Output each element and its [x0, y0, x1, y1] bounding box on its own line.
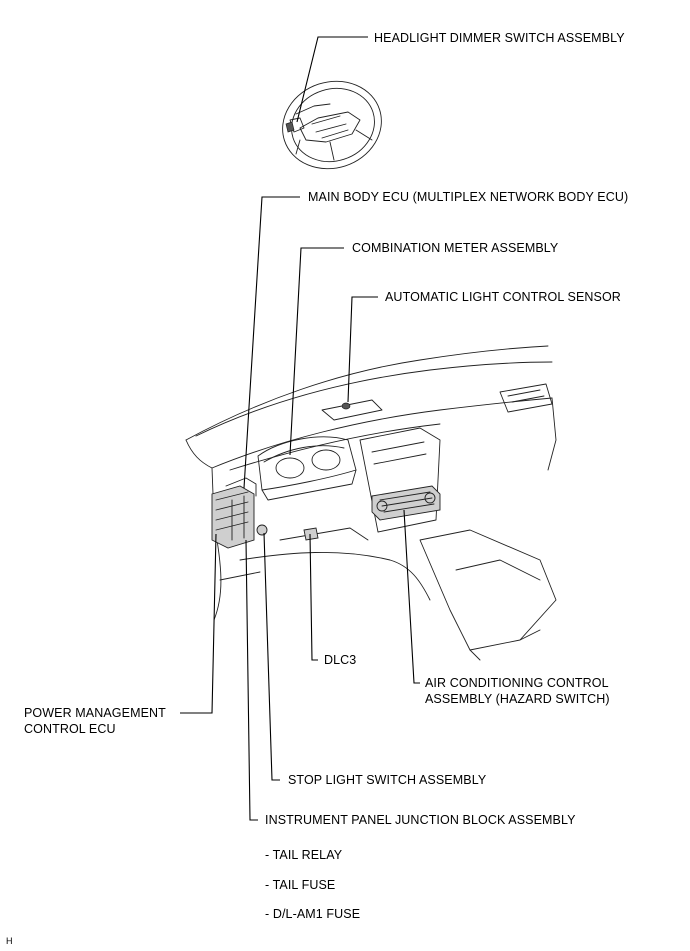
- leader-ac-control: [403, 509, 420, 684]
- leader-lines: [180, 36, 420, 821]
- leader-main-body-ecu: [243, 196, 300, 489]
- instrument-panel-illustration: [185, 345, 557, 661]
- junction-item-tail-relay: - TAIL RELAY: [265, 848, 343, 862]
- label-combination-meter: COMBINATION METER ASSEMBLY: [352, 241, 559, 255]
- steering-wheel-illustration: [282, 80, 382, 170]
- leader-auto-light-sensor: [347, 296, 378, 403]
- label-junction-block: INSTRUMENT PANEL JUNCTION BLOCK ASSEMBLY: [265, 813, 576, 827]
- leader-power-management: [180, 533, 217, 714]
- leader-stop-light: [263, 532, 280, 781]
- leader-dlc3: [309, 533, 318, 661]
- label-main-body-ecu: MAIN BODY ECU (MULTIPLEX NETWORK BODY EC…: [308, 190, 629, 204]
- corner-mark: H: [6, 936, 13, 946]
- label-auto-light-sensor: AUTOMATIC LIGHT CONTROL SENSOR: [385, 290, 621, 304]
- leader-junction-block: [245, 539, 258, 821]
- label-dlc3: DLC3: [324, 653, 357, 667]
- label-stop-light-switch: STOP LIGHT SWITCH ASSEMBLY: [288, 773, 487, 787]
- leader-headlight-dimmer: [296, 36, 368, 123]
- label-headlight-dimmer-switch: HEADLIGHT DIMMER SWITCH ASSEMBLY: [374, 31, 625, 45]
- junction-item-dl-am1-fuse: - D/L-AM1 FUSE: [265, 907, 361, 921]
- leader-combination-meter: [289, 247, 344, 456]
- label-power-management-ecu: POWER MANAGEMENT CONTROL ECU: [24, 706, 166, 736]
- junction-item-tail-fuse: - TAIL FUSE: [265, 878, 336, 892]
- label-air-conditioning-control: AIR CONDITIONING CONTROL ASSEMBLY (HAZAR…: [425, 676, 610, 706]
